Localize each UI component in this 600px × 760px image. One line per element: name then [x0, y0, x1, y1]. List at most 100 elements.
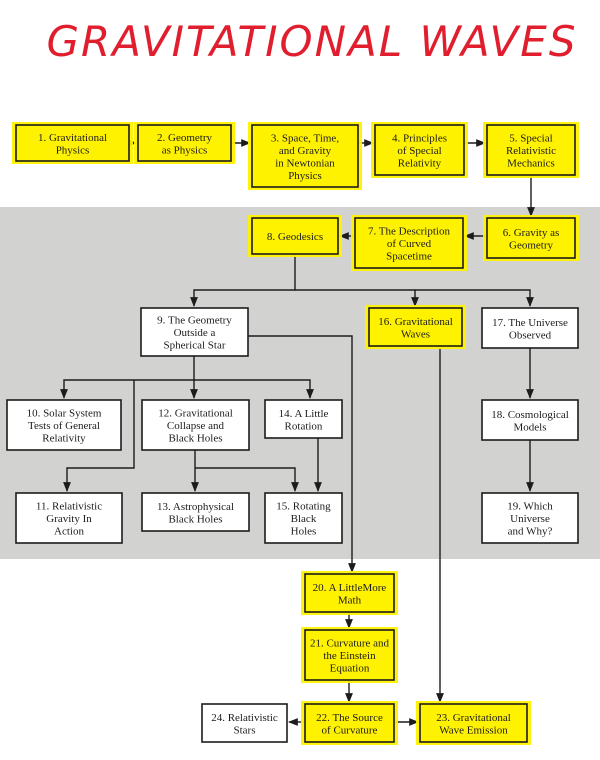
box-label-line: Physics: [56, 144, 90, 156]
box-frame: [481, 307, 579, 349]
box-label-line: Math: [338, 594, 362, 606]
box-label-line: Observed: [509, 329, 552, 341]
box-label-line: Mechanics: [507, 158, 555, 170]
box-label-line: 17. The Universe: [492, 317, 568, 329]
box-frame: [368, 307, 463, 347]
box-frame: [251, 124, 359, 188]
box-label-line: Spherical Star: [163, 340, 225, 352]
box-frame: [201, 703, 288, 743]
box-frame: [141, 399, 250, 451]
box-label-line: 7. The Description: [368, 226, 450, 238]
box-label-line: Stars: [234, 724, 256, 736]
box-label-line: 5. Special: [509, 133, 552, 145]
box-frame: [137, 124, 232, 162]
box-frame: [264, 492, 343, 544]
box-frame: [354, 217, 464, 269]
box-label-line: Relativity: [42, 433, 86, 445]
box-label-line: of Curved: [387, 238, 432, 250]
box-label-line: of Curvature: [322, 724, 378, 736]
box-label-line: Relativistic: [506, 145, 556, 157]
box-label-line: 3. Space, Time,: [271, 132, 339, 144]
box-label-line: 15. Rotating: [276, 501, 331, 513]
box-label-line: 21. Curvature and: [310, 638, 390, 650]
box-label-line: Wave Emission: [439, 724, 508, 736]
box-label-line: 1. Gravitational: [38, 132, 107, 144]
box-frame: [304, 703, 395, 743]
box-label-line: in Newtonian: [275, 157, 335, 169]
box-frame: [15, 124, 130, 162]
box-frame: [304, 629, 395, 681]
box-label-line: 22. The Source: [316, 712, 383, 724]
box-label-line: and Gravity: [279, 145, 332, 157]
box-frame: [15, 492, 123, 544]
box-frame: [304, 573, 395, 613]
box-frame: [6, 399, 122, 451]
chapter-box-8: 8. Geodesics: [248, 215, 342, 257]
box-label-line: Action: [54, 526, 84, 538]
box-label-line: 2. Geometry: [157, 132, 212, 144]
box-frame: [251, 217, 339, 255]
box-label-line: Equation: [330, 663, 370, 675]
box-label-line: 12. Gravitational: [158, 408, 233, 420]
box-label-line: 8. Geodesics: [267, 231, 323, 243]
box-frame: [486, 124, 576, 176]
c-9-14-arrow: [194, 379, 314, 399]
box-label-line: Collapse and: [167, 420, 225, 432]
c-9-11-arrow: [63, 380, 135, 492]
box-label-line: of Special: [397, 145, 441, 157]
box-frame: [374, 124, 465, 176]
box-frame: [140, 307, 249, 357]
box-frame: [481, 492, 579, 544]
box-label-line: Relativity: [398, 158, 442, 170]
box-label-line: Gravity In: [46, 513, 92, 525]
box-label-line: the Einstein: [323, 650, 376, 662]
box-frame: [141, 492, 250, 532]
box-label-line: Universe: [510, 513, 550, 525]
box-label-line: 16. Gravitational: [378, 316, 453, 328]
box-label-line: 24. Relativistic: [211, 712, 278, 724]
c-12-15-arrow: [195, 467, 299, 492]
box-label-line: Holes: [291, 526, 317, 538]
box-label-line: 23. Gravitational: [436, 712, 511, 724]
box-label-line: 14. A Little: [279, 408, 329, 420]
c-9-20-arrow: [248, 335, 356, 573]
box-label-line: 13. Astrophysical: [157, 501, 234, 513]
box-label-line: Models: [514, 421, 547, 433]
connectors: [60, 139, 535, 726]
box-label-line: 9. The Geometry: [157, 315, 232, 327]
box-label-line: 20. A LittleMore: [313, 582, 387, 594]
box-label-line: Black: [291, 513, 317, 525]
box-label-line: Waves: [401, 328, 430, 340]
box-label-line: Rotation: [285, 420, 323, 432]
box-label-line: Geometry: [509, 239, 553, 251]
page-title: GRAVITATIONAL WAVES: [47, 17, 578, 66]
box-label-line: Physics: [288, 170, 322, 182]
box-frame: [481, 399, 579, 441]
box-label-line: and Why?: [508, 526, 553, 538]
box-label-line: Black Holes: [168, 433, 222, 445]
box-label-line: as Physics: [162, 144, 208, 156]
